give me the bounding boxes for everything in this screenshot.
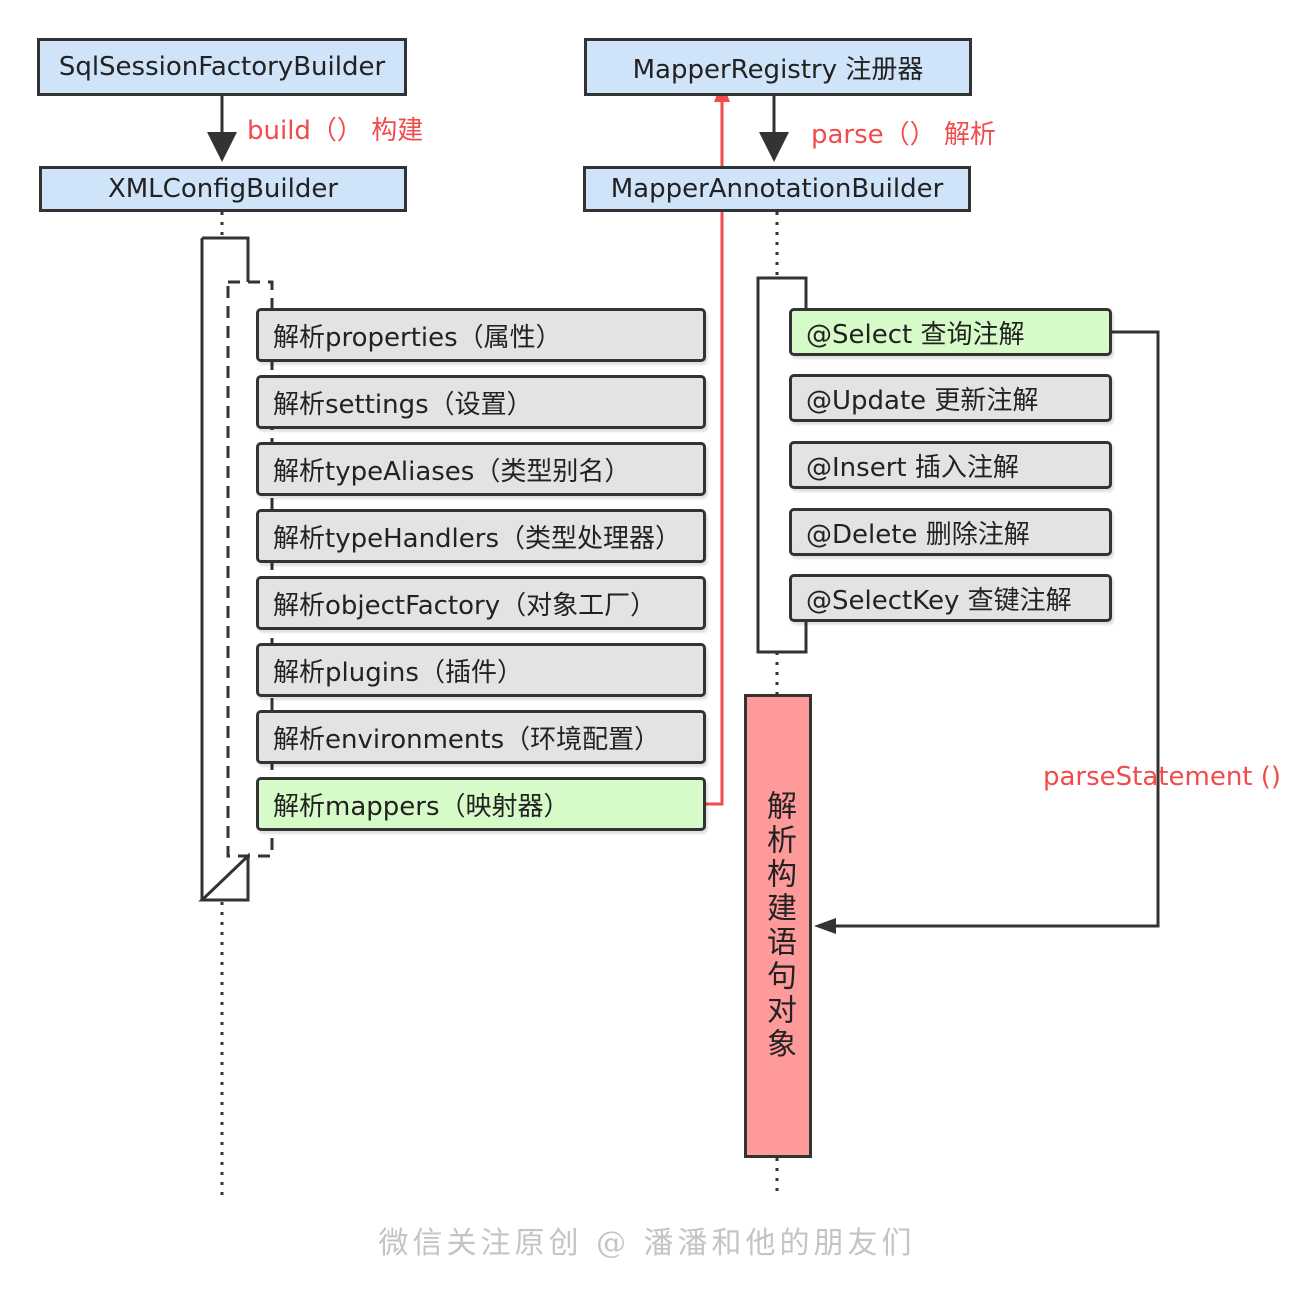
- step-mappers: 解析mappers（映射器）: [256, 777, 706, 831]
- step-properties: 解析properties（属性）: [256, 308, 706, 362]
- register-arrow: [706, 100, 724, 806]
- step-settings: 解析settings（设置）: [256, 375, 706, 429]
- parse-statement-arrow: [834, 330, 1160, 928]
- parse-label: parse（） 解析: [811, 120, 996, 150]
- watermark: 微信关注原创 @ 潘潘和他的朋友们: [378, 1226, 916, 1261]
- annotation-select: @Select 查询注解: [789, 308, 1112, 356]
- build-statement-box: 解析构建语句对象: [744, 694, 812, 1158]
- right-activation: [756, 276, 808, 654]
- annotation-selectkey: @SelectKey 查键注解: [789, 574, 1112, 622]
- build-label: build（） 构建: [247, 116, 424, 146]
- step-objectfactory: 解析objectFactory（对象工厂）: [256, 576, 706, 630]
- build-statement-label: 解析构建语句对象: [761, 790, 796, 1062]
- mapperregistry-box: MapperRegistry 注册器: [584, 38, 972, 96]
- step-environments: 解析environments（环境配置）: [256, 710, 706, 764]
- annotation-delete: @Delete 删除注解: [789, 508, 1112, 556]
- annotation-insert: @Insert 插入注解: [789, 441, 1112, 489]
- sqlsessionfactorybuilder-box: SqlSessionFactoryBuilder: [37, 38, 407, 96]
- left-activation-inner: [226, 280, 274, 858]
- mapperannotationbuilder-box: MapperAnnotationBuilder: [583, 166, 971, 212]
- left-activation-outer: [198, 236, 250, 902]
- annotation-update: @Update 更新注解: [789, 374, 1112, 422]
- xmlconfigbuilder-box: XMLConfigBuilder: [39, 166, 407, 212]
- parse-statement-label: parseStatement (): [1043, 762, 1282, 792]
- step-plugins: 解析plugins（插件）: [256, 643, 706, 697]
- step-typealiases: 解析typeAliases（类型别名）: [256, 442, 706, 496]
- step-typehandlers: 解析typeHandlers（类型处理器）: [256, 509, 706, 563]
